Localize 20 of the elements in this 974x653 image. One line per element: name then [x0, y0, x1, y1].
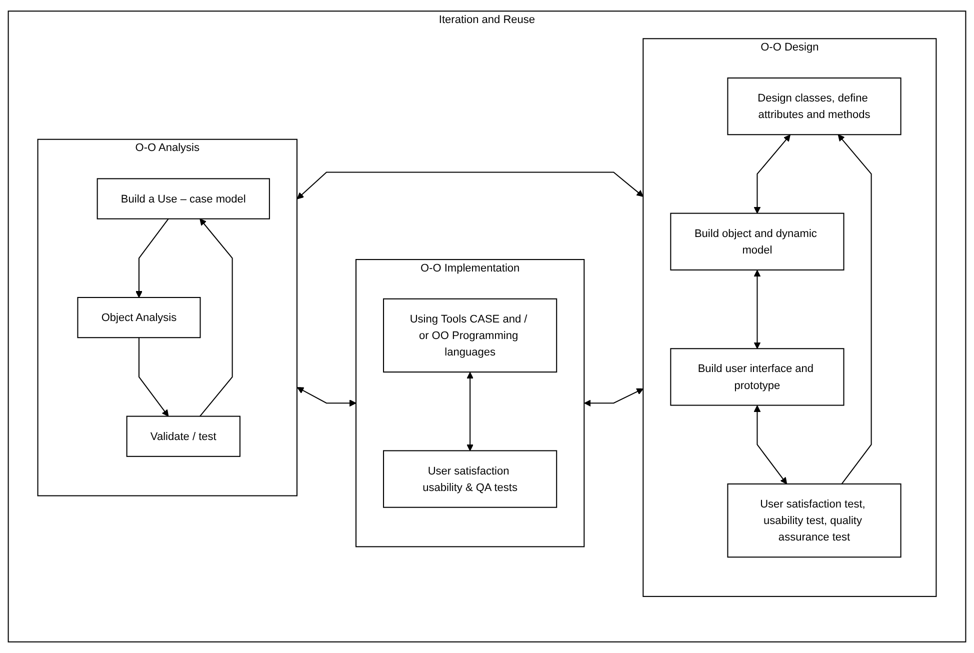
- arrow: [838, 134, 872, 484]
- node-box: User satisfaction test, usability test, quality assurance test: [727, 483, 902, 558]
- arrow: [296, 387, 356, 407]
- node-box: Design classes, define attributes and methods: [727, 77, 902, 136]
- arrow: [136, 218, 169, 298]
- node-box: Object Analysis: [77, 296, 201, 338]
- node-box: User satisfaction usability & QA tests: [383, 450, 558, 508]
- node-box: Build user interface and prototype: [670, 348, 844, 406]
- arrow: [584, 388, 644, 407]
- arrow: [138, 338, 169, 417]
- arrow: [754, 134, 790, 214]
- arrow: [754, 405, 788, 484]
- arrow: [200, 218, 233, 417]
- arrow: [754, 270, 761, 349]
- arrow: [296, 172, 644, 200]
- node-box: Using Tools CASE and / or OO Programming languages: [383, 298, 558, 373]
- arrow: [466, 372, 474, 452]
- node-box: Build a Use – case model: [96, 178, 270, 220]
- node-box: Build object and dynamic model: [670, 212, 844, 270]
- node-box: Validate / test: [126, 416, 240, 457]
